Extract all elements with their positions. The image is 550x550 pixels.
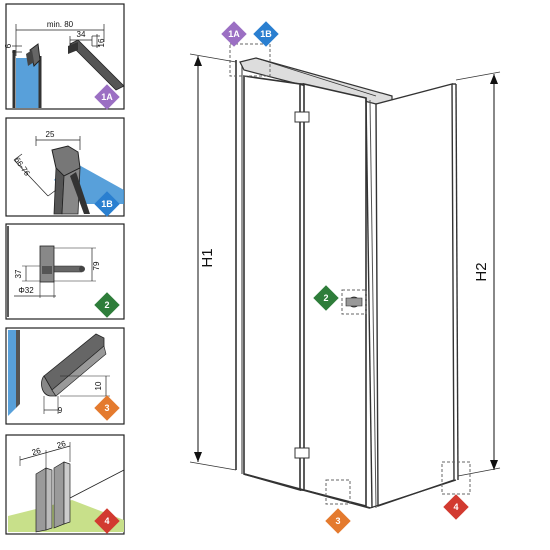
- dim-34: 34: [77, 30, 86, 39]
- svg-text:2: 2: [323, 293, 328, 303]
- detail-panel-1a: min. 80 34 16 6 1A: [4, 3, 125, 110]
- badge-2-main: 2: [313, 285, 339, 311]
- badge-1a: 1A: [94, 84, 120, 110]
- badge-3-main: 3: [325, 508, 351, 534]
- badge-3-detail: 3: [94, 395, 120, 421]
- svg-text:3: 3: [104, 403, 109, 413]
- dim-37: 37: [14, 269, 23, 278]
- badge-1a-main: 1A: [221, 21, 247, 47]
- dim-26-left: 26: [31, 446, 43, 457]
- label-h1: H1: [199, 248, 216, 267]
- door-panel-left: [243, 75, 301, 492]
- svg-text:2: 2: [104, 300, 109, 310]
- badge-2: 2: [94, 292, 120, 318]
- dimension-h2: H2: [455, 71, 501, 477]
- detail-panel-2: 79 37 Φ32 2: [5, 223, 125, 320]
- detail-panel-1b: 25 66-76 1B: [5, 117, 125, 217]
- callout-box-1: [229, 43, 271, 77]
- dim-6: 6: [4, 43, 13, 48]
- dim-16: 16: [97, 38, 106, 47]
- hinge-top: [294, 111, 310, 123]
- badge-1b-main: 1B: [253, 21, 279, 47]
- svg-text:1A: 1A: [228, 29, 240, 39]
- dim-phi-32: Φ32: [18, 286, 34, 295]
- dim-9: 9: [58, 406, 63, 415]
- badge-4-detail: 4: [94, 508, 120, 534]
- shower-enclosure: [235, 57, 459, 509]
- dim-26-right: 26: [56, 439, 68, 450]
- svg-text:4: 4: [104, 516, 109, 526]
- side-panel: [375, 83, 455, 507]
- badge-4-main: 4: [443, 494, 469, 520]
- callout-box-3: [325, 479, 351, 505]
- dim-10: 10: [94, 381, 103, 390]
- dim-min-80: min. 80: [47, 20, 74, 29]
- svg-text:1B: 1B: [101, 199, 113, 209]
- label-h2: H2: [473, 262, 490, 281]
- svg-text:4: 4: [453, 502, 458, 512]
- hinge-bottom: [294, 447, 310, 459]
- dim-25: 25: [46, 130, 55, 139]
- svg-text:1B: 1B: [260, 29, 272, 39]
- detail-panel-4: 26 26 4: [5, 434, 125, 535]
- dimension-h1: H1: [189, 53, 237, 471]
- svg-text:3: 3: [335, 516, 340, 526]
- dim-79: 79: [92, 261, 101, 270]
- detail-panel-3: 10 9 3: [5, 327, 125, 425]
- svg-text:1A: 1A: [101, 92, 113, 102]
- glass-panel: [16, 58, 40, 108]
